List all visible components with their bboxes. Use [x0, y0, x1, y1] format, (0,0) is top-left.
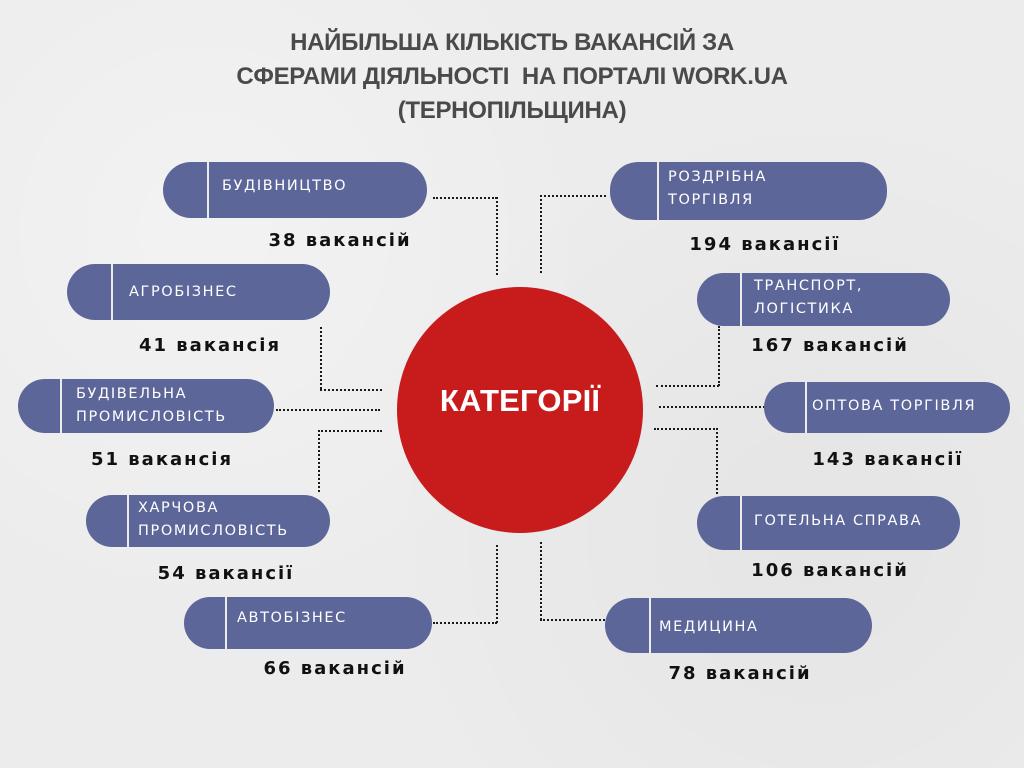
pill-divider: [649, 598, 651, 653]
title-line-1: НАЙБІЛЬША КІЛЬКІСТЬ ВАКАНСІЙ ЗА: [290, 29, 734, 56]
pill-divider: [740, 273, 742, 326]
connector-building-industry-h: [276, 409, 380, 411]
category-label: ТРАНСПОРТ, ЛОГІСТИКА: [754, 278, 864, 317]
hub-label: КАТЕГОРІЇ: [439, 383, 601, 418]
pill-divider: [805, 382, 807, 433]
pill-divider: [111, 264, 113, 320]
category-value: 66 вакансій: [263, 658, 407, 679]
category-auto-business: АВТОБІЗНЕС: [184, 597, 432, 649]
category-value: 38 вакансій: [268, 230, 412, 251]
pill-divider: [207, 162, 209, 218]
category-hotel-business: ГОТЕЛЬНА СПРАВА: [697, 496, 960, 550]
category-agribusiness: АГРОБІЗНЕС: [67, 264, 330, 320]
category-label: ХАРЧОВА ПРОМИСЛОВІСТЬ: [138, 500, 289, 539]
category-label: РОЗДРІБНА ТОРГІВЛЯ: [668, 169, 767, 208]
connector-medicine-v: [540, 542, 542, 620]
pill-divider: [657, 162, 659, 220]
connector-auto-v: [496, 545, 498, 623]
category-label: ОПТОВА ТОРГІВЛЯ: [812, 398, 977, 414]
category-value: 106 вакансій: [751, 560, 909, 581]
pill-divider: [740, 496, 742, 550]
category-label: БУДІВЕЛЬНА ПРОМИСЛОВІСТЬ: [76, 386, 227, 425]
categories-hub: КАТЕГОРІЇ: [397, 287, 643, 533]
connector-retail-v: [540, 195, 542, 273]
title-line-2: СФЕРАМИ ДІЯЛЬНОСТІ НА ПОРТАЛІ WORK.UA: [236, 63, 788, 90]
category-food-industry: ХАРЧОВА ПРОМИСЛОВІСТЬ: [86, 495, 330, 547]
connector-hotel-v: [716, 428, 718, 494]
connector-medicine-h: [540, 619, 608, 621]
title-line-3: (ТЕРНОПІЛЬЩИНА): [397, 97, 627, 124]
connector-hotel-h: [654, 428, 718, 430]
category-label: БУДІВНИЦТВО: [222, 178, 348, 194]
category-value: 194 вакансії: [689, 234, 841, 255]
category-value: 167 вакансій: [751, 335, 909, 356]
category-value: 78 вакансій: [668, 663, 812, 684]
category-value: 51 вакансія: [90, 449, 234, 470]
connector-construction-v: [496, 197, 498, 275]
category-transport-logistics: ТРАНСПОРТ, ЛОГІСТИКА: [697, 273, 950, 326]
category-value: 54 вакансії: [157, 563, 295, 584]
category-construction: БУДІВНИЦТВО: [163, 162, 427, 218]
category-retail: РОЗДРІБНА ТОРГІВЛЯ: [610, 162, 887, 220]
category-wholesale: ОПТОВА ТОРГІВЛЯ: [764, 382, 1010, 433]
pill-divider: [225, 597, 227, 649]
category-label: МЕДИЦИНА: [659, 619, 759, 635]
connector-food-h: [318, 430, 382, 432]
connector-retail-h: [540, 195, 606, 197]
connector-transport-h: [656, 385, 719, 387]
infographic-title: НАЙБІЛЬША КІЛЬКІСТЬ ВАКАНСІЙ ЗА СФЕРАМИ …: [0, 26, 1024, 128]
pill-divider: [60, 379, 62, 433]
category-building-industry: БУДІВЕЛЬНА ПРОМИСЛОВІСТЬ: [18, 379, 274, 433]
connector-agro-h: [320, 389, 382, 391]
category-label: АГРОБІЗНЕС: [129, 284, 238, 300]
category-value: 143 вакансії: [812, 449, 964, 470]
category-value: 41 вакансія: [138, 335, 282, 356]
category-medicine: МЕДИЦИНА: [605, 598, 872, 653]
connector-wholesale-h: [659, 406, 765, 408]
connector-transport-v: [718, 326, 720, 386]
connector-food-v: [318, 430, 320, 492]
category-label: АВТОБІЗНЕС: [237, 610, 347, 626]
pill-divider: [127, 495, 129, 547]
category-label: ГОТЕЛЬНА СПРАВА: [754, 513, 923, 529]
connector-auto-h: [433, 622, 497, 624]
connector-agro-v: [320, 327, 322, 389]
connector-construction-h: [433, 197, 497, 199]
